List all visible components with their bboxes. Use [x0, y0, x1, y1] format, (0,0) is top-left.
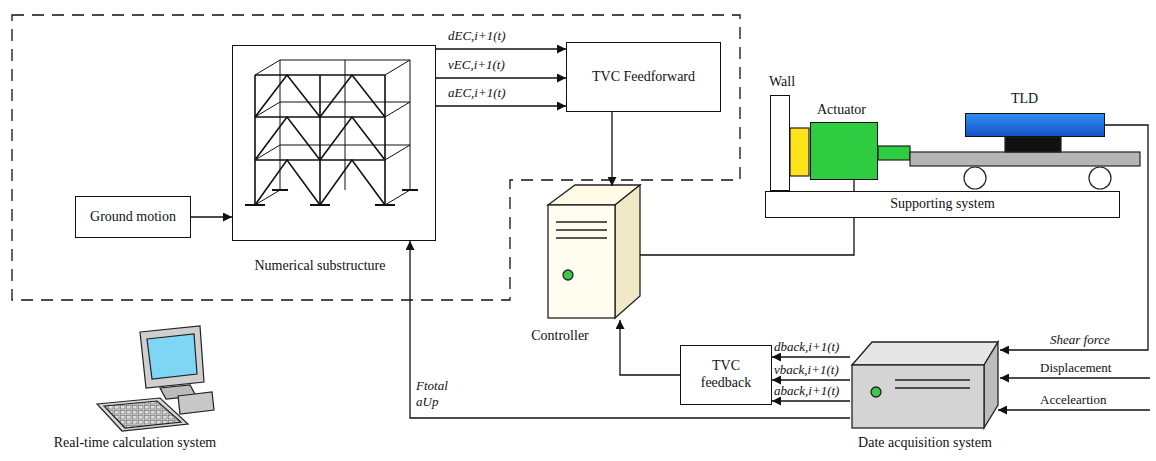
component-label: Date acquisition system — [835, 435, 1015, 452]
signal-label: vback,i+1(t) — [774, 362, 839, 378]
signal-connector — [772, 379, 850, 380]
signal-connector — [772, 356, 850, 357]
component-label: Actuator — [817, 102, 897, 119]
component-label: Controller — [515, 328, 605, 345]
signal-connector — [772, 400, 850, 401]
signal-label: dback,i+1(t) — [774, 339, 839, 355]
frame-structure — [245, 60, 418, 205]
box-label: Supporting system — [890, 196, 995, 213]
component-label: Wall — [769, 74, 819, 91]
signal-label: vEC,i+1(t) — [448, 57, 505, 73]
box-label: Ground motion — [90, 209, 176, 226]
box-label: TVC Feedforward — [592, 69, 695, 86]
signal-label: Shear force — [1050, 332, 1110, 348]
signal-connector — [191, 216, 232, 217]
acquisition-device — [852, 342, 998, 428]
signal-label: aEC,i+1(t) — [448, 85, 506, 101]
signal-label: Acceleartion — [1040, 392, 1106, 408]
box-label: TVC feedback — [686, 358, 766, 392]
signal-label: Displacement — [1040, 360, 1111, 376]
signal-connector — [436, 105, 566, 106]
component-block: Numerical substructure — [232, 45, 436, 241]
component-label: Numerical substructure — [245, 258, 395, 275]
signal-connector — [1000, 125, 1148, 350]
signal-connector — [410, 241, 850, 418]
signal-label: Ftotal aUp — [416, 378, 456, 409]
signal-label: dEC,i+1(t) — [448, 28, 506, 44]
component-label: TLD — [1011, 91, 1071, 108]
process-box: Supporting system — [765, 191, 1120, 218]
signal-connector — [620, 320, 680, 375]
signal-connector — [611, 112, 612, 186]
controller-computer — [548, 185, 640, 318]
component-label: Real-time calculation system — [15, 435, 255, 452]
device-icon: Controller — [543, 183, 643, 320]
process-box: TVC feedback — [680, 345, 772, 405]
signal-connector — [436, 48, 566, 49]
process-box: Ground motion — [75, 196, 191, 238]
signal-connector — [436, 77, 566, 78]
signal-label: aback,i+1(t) — [774, 383, 839, 399]
component-block: Wall — [770, 95, 790, 191]
workstation-computer — [97, 326, 214, 431]
device-icon: Real-time calculation system — [95, 325, 215, 431]
component-block: Actuator — [810, 122, 878, 180]
device-icon: Date acquisition system — [850, 340, 1000, 430]
signal-arrow — [998, 378, 1150, 410]
process-box: TVC Feedforward — [566, 42, 721, 112]
component-block: TLD — [965, 113, 1105, 137]
